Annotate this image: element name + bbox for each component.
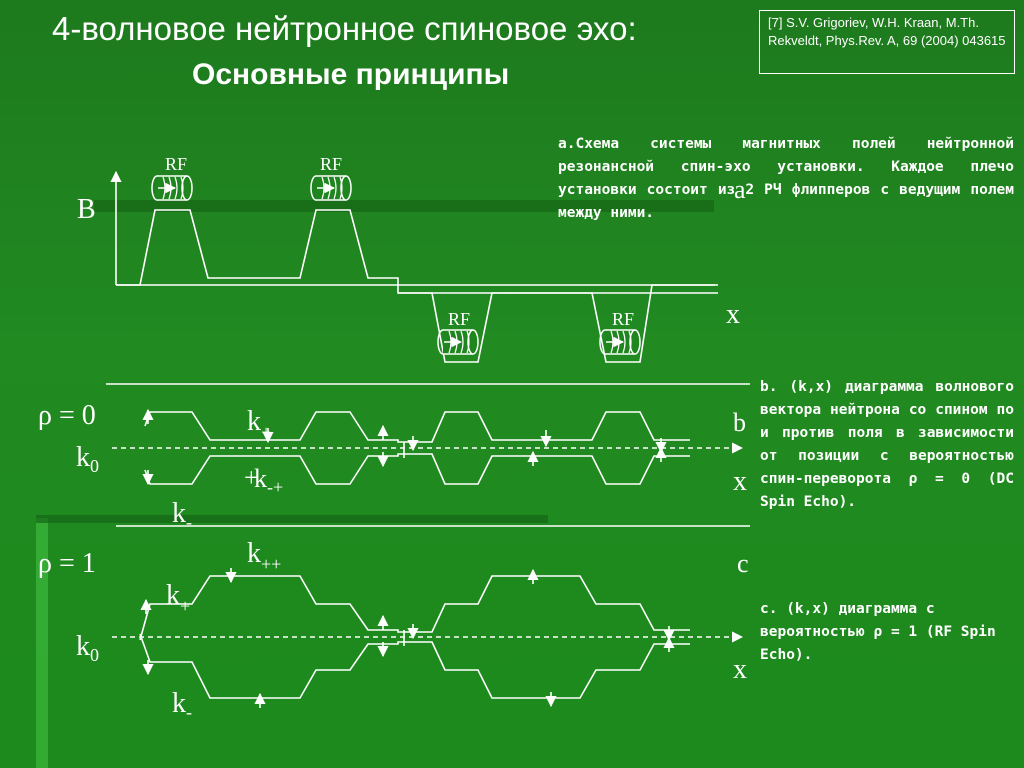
axis-b-label: B (77, 194, 96, 225)
rf-label-1: RF (165, 154, 187, 174)
k-plus-label-b: k+ (247, 406, 271, 442)
decor-bar-left (36, 518, 48, 768)
rf-flipper-2 (311, 176, 351, 200)
page-title: 4-волновое нейтронное спиновое эхо: (52, 10, 637, 47)
rf-flipper-1 (152, 176, 192, 200)
k-minus-plus-label-b: k-+ (254, 464, 283, 497)
k-minus-curve (144, 453, 690, 485)
k-minusminus-curve (139, 633, 690, 699)
note-a: a.Схема системы магнитных полей нейтронн… (558, 136, 1014, 221)
k-minus-label-c: k- (172, 688, 192, 722)
field-profile (116, 209, 718, 363)
k-minus-label-b: k- (172, 498, 192, 532)
k-plusplus-label-c: k++ (247, 538, 281, 574)
axis-x-label-a: x (726, 299, 740, 330)
rf-flipper-3 (438, 330, 478, 354)
rho-label-c: ρ = 1 (38, 548, 96, 579)
rf-label-2: RF (320, 154, 342, 174)
decor-bar-top (94, 200, 714, 212)
panel-letter-c: c (737, 549, 749, 578)
rf-flipper-4 (600, 330, 640, 354)
rf-label-4: RF (612, 309, 634, 329)
panel-letter-a: a (734, 175, 746, 204)
k-plus-curve (144, 411, 690, 443)
k-plus-label-c: k+ (166, 580, 190, 616)
reference-box: [7] S.V. Grigoriev, W.H. Kraan, M.Th. Re… (759, 10, 1015, 74)
rf-label-3: RF (448, 309, 470, 329)
plus-sign-b: + (244, 463, 259, 492)
panel-letter-b: b (733, 408, 746, 437)
diagram-b (112, 408, 744, 486)
note-c: c. (k,x) диаграмма с вероятностью ρ = 1 … (760, 601, 996, 663)
axis-x-label-c: x (733, 654, 747, 685)
note-b: b. (k,x) диаграмма волнового вектора ней… (760, 379, 1014, 510)
axis-x-label-b: x (733, 466, 747, 497)
diagram-a (110, 170, 718, 363)
diagram-c (112, 568, 744, 708)
decor-bar-mid (36, 515, 548, 523)
k-plusplus-curve (139, 575, 690, 641)
k0-label-c: k0 (76, 631, 99, 665)
k0-label-b: k0 (76, 442, 99, 476)
rho-label-b: ρ = 0 (38, 400, 96, 431)
page-subtitle: Основные принципы (192, 58, 510, 91)
